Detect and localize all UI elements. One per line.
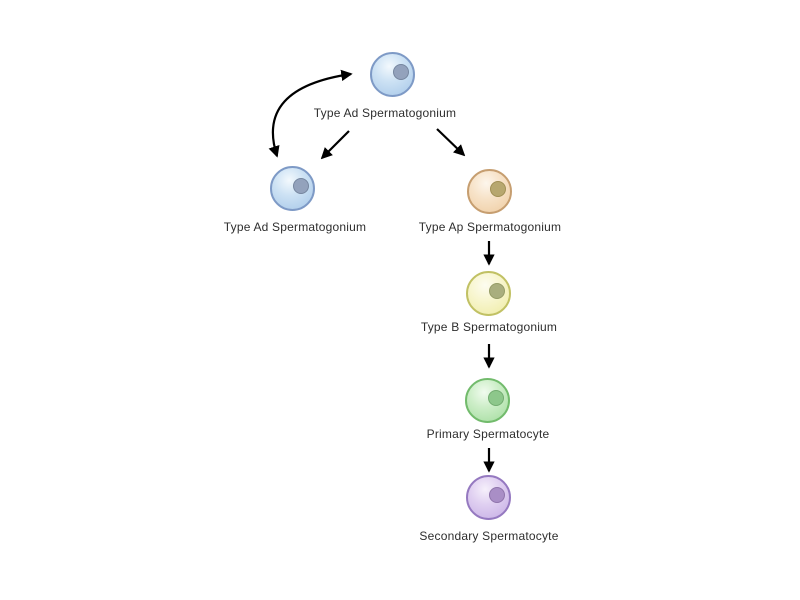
cell-type-b-spermatogonium — [466, 271, 511, 316]
cell-type-ap-spermatogonium — [467, 169, 512, 214]
label-secondary-spermatocyte: Secondary Spermatocyte — [419, 529, 559, 543]
cell-primary-spermatocyte — [465, 378, 510, 423]
nucleus-icon — [490, 181, 506, 197]
cell-type-ad-spermatogonium-left — [270, 166, 315, 211]
nucleus-icon — [393, 64, 409, 80]
nucleus-icon — [488, 390, 504, 406]
cell-secondary-spermatocyte — [466, 475, 511, 520]
label-primary-spermatocyte: Primary Spermatocyte — [426, 427, 550, 441]
nucleus-icon — [293, 178, 309, 194]
nucleus-icon — [489, 487, 505, 503]
arrow-ad-to-ad — [320, 130, 350, 160]
curved-double-arrow-self-renewal — [268, 69, 353, 158]
label-type-ad-spermatogonium-top: Type Ad Spermatogonium — [313, 106, 457, 120]
label-type-ad-spermatogonium-left: Type Ad Spermatogonium — [223, 220, 367, 234]
nucleus-icon — [489, 283, 505, 299]
cell-type-ad-spermatogonium-top — [370, 52, 415, 97]
label-type-b-spermatogonium: Type B Spermatogonium — [420, 320, 558, 334]
label-type-ap-spermatogonium: Type Ap Spermatogonium — [418, 220, 562, 234]
arrow-ad-to-ap — [436, 128, 466, 157]
